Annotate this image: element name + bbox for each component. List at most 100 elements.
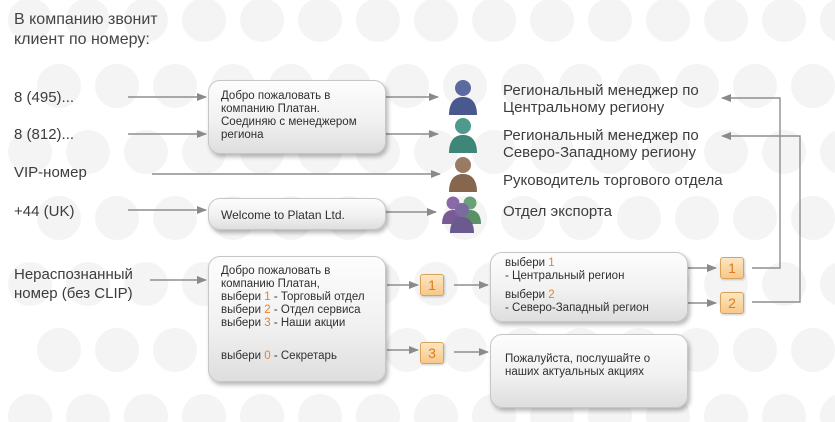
background-dot [704,130,748,174]
background-dot [646,0,690,42]
ivr-option-prefix: выбери [221,291,265,303]
background-dot [182,0,226,42]
source-812: 8 (812)... [14,126,75,143]
background-dot [37,64,81,108]
background-dot [646,130,690,174]
background-dot [762,0,806,42]
ivr-option-label: - Торговый отдел [270,291,365,303]
background-dot [791,64,835,108]
ivr-option-promo: выбери 3 - Наши акции [221,317,385,330]
welcome-en-text: Welcome to Platan Ltd. [221,208,345,222]
background-dot [153,328,197,372]
ivr-option-num: 0 [264,350,271,362]
region-option-1-detail: - Центральный регион [505,270,625,282]
person-blue-icon [449,80,477,115]
background-dot [443,328,487,372]
background-dot [617,196,661,240]
title-line-1: В компанию звонит [14,11,158,28]
source-unrecognized-line-1: Нераспознанный [14,266,133,283]
background-dot [414,0,458,42]
promo-box: Пожалуйста, послушайте о наших актуальны… [490,334,688,408]
background-dot [472,130,516,174]
ivr-intro-line-1: Добро пожаловать в [221,265,331,277]
background-dot [733,196,777,240]
source-uk: +44 (UK) [14,203,75,220]
background-dot [820,131,835,173]
background-dot [37,196,81,240]
dest-central-line-2: Центральному региону [503,99,665,116]
welcome-ru-line-4: региона [221,129,264,141]
background-dot [182,394,226,422]
welcome-ru-line-1: Добро пожаловать в [221,90,331,102]
ivr-option-secretary: выбери 0 - Секретарь [221,350,385,363]
source-vip: VIP-номер [14,164,87,181]
dest-central-manager: Региональный менеджер по Центральному ре… [503,82,699,116]
arrow-key2-to-nw-manager [721,132,801,303]
ivr-option-num: 1 [264,291,271,303]
background-dot [559,64,603,108]
background-dot [385,196,429,240]
title-line-2: клиент по номеру: [14,31,150,48]
background-dot [66,0,110,42]
promo-line-2: наших актуальных акциях [505,366,644,378]
background-dot [762,130,806,174]
background-dot [820,395,835,422]
ivr-option-service: выбери 2 - Отдел сервиса [221,304,385,317]
diagram-title: В компанию звонит клиент по номеру: [14,10,158,50]
region-option-1: выбери 1 [505,257,687,270]
person-teal-icon [449,118,477,153]
region-option-2: выбери 2 [505,289,687,302]
person-brown-icon [449,157,477,192]
background-dot [733,64,777,108]
people-group-icon [442,196,481,233]
background-dot [530,130,574,174]
ivr-intro-line-2: компанию Платан, [221,278,320,290]
welcome-en-box: Welcome to Platan Ltd. [208,198,386,230]
promo-line-1: Пожалуйста, послушайте о [505,353,651,365]
dest-nw-line-2: Северо-Западному региону [503,144,697,161]
ivr-option-prefix: выбери [221,317,265,329]
ivr-menu-box: Добро пожаловать в компанию Платан, выбе… [208,256,386,382]
dest-export: Отдел экспорта [503,203,612,220]
dest-sales-head: Руководитель торгового отдела [503,172,723,189]
ivr-option-num: 2 [264,304,271,316]
background-dot [356,0,400,42]
background-dot [791,196,835,240]
region-option-prefix: выбери [505,257,549,269]
background-dot [472,0,516,42]
background-dot [95,196,139,240]
background-dot [820,263,835,305]
background-dot [66,262,110,306]
region-option-num: 2 [548,289,555,301]
background-dot [704,0,748,42]
key-2-region: 2 [720,292,744,314]
background-dot [501,64,545,108]
background-dot [240,0,284,42]
background-dot [298,0,342,42]
ivr-option-label: - Секретарь [270,350,337,362]
ivr-option-prefix: выбери [221,350,265,362]
region-option-num: 1 [548,257,555,269]
background-dot [762,394,806,422]
background-dot [37,328,81,372]
dest-nw-line-1: Региональный менеджер по [503,127,699,144]
background-dot [66,130,110,174]
background-dot [588,130,632,174]
background-dot [675,64,719,108]
background-dot [675,196,719,240]
ivr-option-label: - Отдел сервиса [270,304,361,316]
background-dot [791,328,835,372]
background-dot [762,262,806,306]
background-dot [356,394,400,422]
background-dot [733,328,777,372]
ivr-option-prefix: выбери [221,304,265,316]
background-dot [8,394,52,422]
source-unrecognized: Нераспознанный номер (без CLIP) [14,265,133,303]
source-unrecognized-line-2: номер (без CLIP) [14,285,133,302]
ivr-option-sales: выбери 1 - Торговый отдел [221,291,385,304]
background-dot [414,130,458,174]
dest-nw-manager: Региональный менеджер по Северо-Западном… [503,127,699,161]
background-dot [124,0,168,42]
background-dot [124,130,168,174]
